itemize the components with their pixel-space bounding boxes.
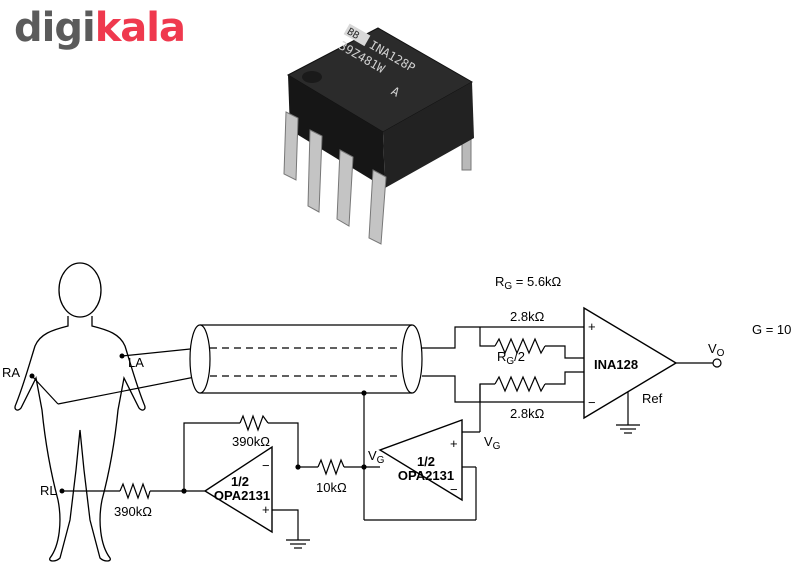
bottom-resistor-label: 2.8kΩ: [510, 406, 545, 421]
chip-front-pins: [283, 111, 387, 245]
opamp2-minus-sign: −: [450, 482, 458, 497]
opamp1-minus-sign: −: [262, 458, 270, 473]
opamp-1: − + 1/2 OPA2131: [203, 445, 273, 534]
series-resistor-label: 10kΩ: [316, 480, 347, 495]
opamp1-label-line1: 1/2: [231, 474, 249, 489]
vg-network-resistors: [119, 414, 345, 500]
opamp-2: + − 1/2 OPA2131: [378, 418, 463, 502]
human-body-outline: [14, 262, 146, 562]
shielded-cable: [189, 324, 423, 394]
ra-electrode-label: RA: [2, 365, 20, 380]
gain-label: G = 10: [752, 322, 791, 337]
ina-plus-sign: +: [588, 319, 596, 334]
ina128-label: INA128: [594, 357, 638, 372]
vg-ina-label: VG: [484, 434, 501, 452]
opamp2-label-line2: OPA2131: [398, 468, 454, 483]
opamp1-label-line2: OPA2131: [214, 488, 270, 503]
ina-input-wires: [422, 326, 584, 403]
opamp2-plus-sign: +: [450, 436, 458, 451]
vo-label: VO: [708, 341, 725, 359]
junction-dots: [181, 390, 367, 494]
vg-node-label: VG: [368, 448, 385, 466]
ina128-chip-photo: BB INA128P 39Z481W A: [283, 23, 474, 245]
ina-minus-sign: −: [588, 395, 596, 410]
rl-electrode-label: RL: [40, 483, 57, 498]
logo-part-kala: kala: [94, 5, 186, 51]
chip-logo: BB: [345, 26, 361, 42]
top-resistor-label: 2.8kΩ: [510, 309, 545, 324]
digikala-logo: digikala: [14, 5, 186, 51]
rg-half-resistors: [494, 337, 546, 393]
rg-value-label: RG = 5.6kΩ: [495, 274, 562, 292]
opamp1-plus-sign: +: [262, 502, 270, 517]
electrode-wires: [31, 347, 201, 492]
la-electrode-label: LA: [128, 355, 144, 370]
ina128-amplifier: + − INA128: [583, 306, 678, 420]
input-resistor-label: 390kΩ: [114, 504, 152, 519]
opamp2-label-line1: 1/2: [417, 454, 435, 469]
ref-label: Ref: [642, 391, 663, 406]
ina-output: [676, 358, 722, 368]
feedback-resistor-label: 390kΩ: [232, 434, 270, 449]
ref-ground: [616, 392, 640, 434]
logo-part-digi: digi: [14, 5, 96, 51]
rg-half-label: RG/2: [497, 349, 525, 367]
